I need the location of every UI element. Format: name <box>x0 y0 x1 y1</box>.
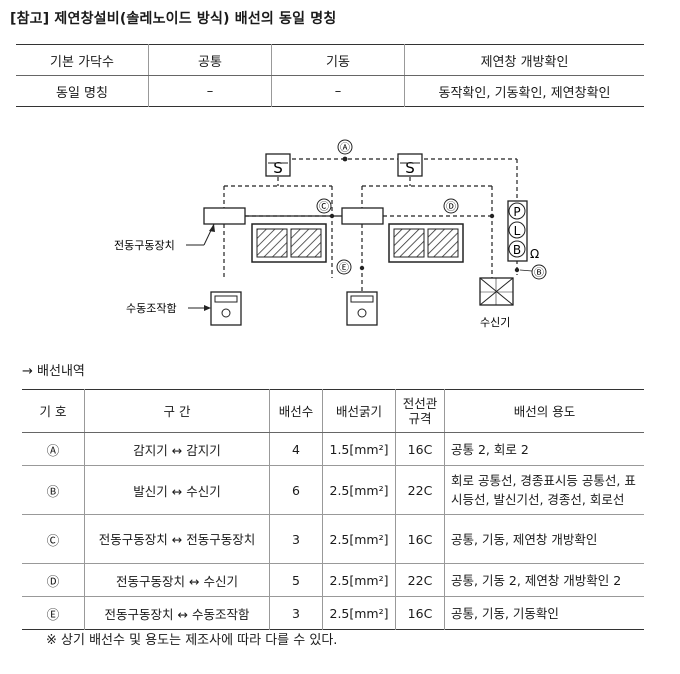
detector-left: S <box>265 153 291 177</box>
count-cell: 3 <box>269 596 323 630</box>
conduit-cell: 16C <box>395 432 445 466</box>
count-cell: 3 <box>269 514 323 564</box>
size-cell: 2.5[mm²] <box>322 563 396 597</box>
header-cell: 기동 <box>271 44 405 76</box>
label-e: Ⓔ <box>339 262 349 274</box>
manual-box-left <box>210 291 242 326</box>
wiring-diagram: S S Ⓐ Ⓒ Ⓓ 전동구동장치 P L B Ω Ⓑ <box>114 139 547 329</box>
wiring-table: 기 호 구 간 배선수 배선굵기 전선관 규격 배선의 용도 Ⓐ 감지기 ↔ 감… <box>22 389 644 630</box>
size-cell: 2.5[mm²] <box>322 596 396 630</box>
symbol-cell: Ⓒ <box>22 514 85 564</box>
naming-table-row: 동일 명칭 – – 동작확인, 기동확인, 제연창확인 <box>16 75 644 107</box>
table-cell: – <box>271 75 405 107</box>
header-cell: 전선관 규격 <box>395 389 445 433</box>
use-cell: 공통, 기동 2, 제연창 개방확인 2 <box>444 563 644 597</box>
actuator-right <box>341 207 384 225</box>
conduit-cell: 16C <box>395 514 445 564</box>
symbol-cell: Ⓐ <box>22 432 85 466</box>
header-cell: 기본 가닥수 <box>16 44 149 76</box>
header-cell: 구 간 <box>84 389 270 433</box>
naming-table-header: 기본 가닥수 공통 기동 제연창 개방확인 <box>16 44 644 76</box>
conduit-cell: 16C <box>395 596 445 630</box>
receiver <box>479 277 514 306</box>
section-label: → 배선내역 <box>22 364 85 379</box>
wiring-table-header: 기 호 구 간 배선수 배선굵기 전선관 규격 배선의 용도 <box>22 389 644 433</box>
conduit-cell: 22C <box>395 465 445 515</box>
use-cell: 회로 공통선, 경종표시등 공통선, 표시등선, 발신기선, 경종선, 회로선 <box>444 465 644 515</box>
header-cell: 기 호 <box>22 389 85 433</box>
table-cell: – <box>148 75 272 107</box>
svg-text:Ω: Ω <box>530 247 539 261</box>
header-cell: 제연창 개방확인 <box>404 44 644 76</box>
section-cell: 전동구동장치 ↔ 수동조작함 <box>84 596 270 630</box>
section-cell: 감지기 ↔ 감지기 <box>84 432 270 466</box>
svg-text:L: L <box>514 224 521 238</box>
use-cell: 공통, 기동, 제연창 개방확인 <box>444 514 644 564</box>
size-cell: 1.5[mm²] <box>322 432 396 466</box>
use-cell: 공통 2, 회로 2 <box>444 432 644 466</box>
manual-box-right <box>346 291 378 326</box>
naming-table: 기본 가닥수 공통 기동 제연창 개방확인 동일 명칭 – – 동작확인, 기동… <box>16 44 644 107</box>
symbol-cell: Ⓓ <box>22 563 85 597</box>
table-row: Ⓑ 발신기 ↔ 수신기 6 2.5[mm²] 22C 회로 공통선, 경종표시등… <box>22 465 644 515</box>
symbol-cell: Ⓑ <box>22 465 85 515</box>
detector-symbol: S <box>273 159 283 177</box>
page-title: [참고] 제연창설비(솔레노이드 방식) 배선의 동일 명칭 <box>10 11 337 27</box>
table-cell: 동일 명칭 <box>56 85 108 101</box>
actuator-left <box>203 207 246 225</box>
svg-text:B: B <box>513 243 521 257</box>
count-cell: 6 <box>269 465 323 515</box>
header-cell: 공통 <box>148 44 272 76</box>
section-cell: 전동구동장치 ↔ 수신기 <box>84 563 270 597</box>
receiver-label: 수신기 <box>480 316 510 329</box>
header-cell: 배선의 용도 <box>444 389 644 433</box>
header-cell: 배선굵기 <box>322 389 396 433</box>
table-row: Ⓒ 전동구동장치 ↔ 전동구동장치 3 2.5[mm²] 16C 공통, 기동,… <box>22 514 644 564</box>
section-cell: 전동구동장치 ↔ 전동구동장치 <box>84 514 270 564</box>
conduit-cell: 22C <box>395 563 445 597</box>
smoke-window-left <box>251 223 327 263</box>
count-cell: 5 <box>269 563 323 597</box>
svg-text:P: P <box>513 205 520 219</box>
size-cell: 2.5[mm²] <box>322 514 396 564</box>
symbol-cell: Ⓔ <box>22 596 85 630</box>
header-cell: 배선수 <box>269 389 323 433</box>
table-row: Ⓓ 전동구동장치 ↔ 수신기 5 2.5[mm²] 22C 공통, 기동 2, … <box>22 563 644 597</box>
pilot-lamp-column: P L B <box>507 200 528 262</box>
label-c: Ⓒ <box>319 201 329 213</box>
section-cell: 발신기 ↔ 수신기 <box>84 465 270 515</box>
manual-box-label: 수동조작함 <box>126 302 177 315</box>
size-cell: 2.5[mm²] <box>322 465 396 515</box>
table-cell: 동작확인, 기동확인, 제연창확인 <box>404 75 644 107</box>
use-cell: 공통, 기동, 기동확인 <box>444 596 644 630</box>
actuator-label: 전동구동장치 <box>114 239 175 252</box>
label-d: Ⓓ <box>446 201 456 213</box>
smoke-window-right <box>388 223 464 263</box>
table-row: Ⓐ 감지기 ↔ 감지기 4 1.5[mm²] 16C 공통 2, 회로 2 <box>22 432 644 466</box>
table-row: Ⓔ 전동구동장치 ↔ 수동조작함 3 2.5[mm²] 16C 공통, 기동, … <box>22 596 644 630</box>
label-b: Ⓑ <box>534 267 544 279</box>
detector-right: S <box>397 153 423 177</box>
label-a: Ⓐ <box>340 142 350 154</box>
count-cell: 4 <box>269 432 323 466</box>
footnote: ※ 상기 배선수 및 용도는 제조사에 따라 다를 수 있다. <box>46 633 338 648</box>
detector-symbol: S <box>405 159 415 177</box>
